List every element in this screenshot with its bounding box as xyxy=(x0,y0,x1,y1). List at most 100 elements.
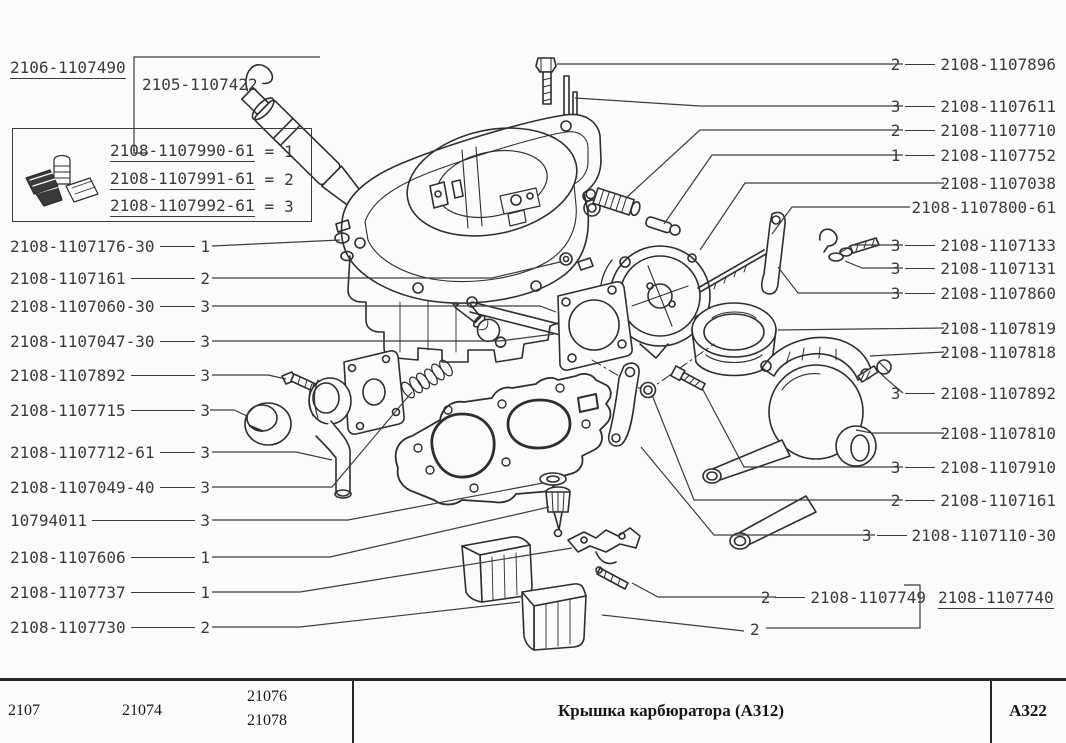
part-number: 2108-1107910 xyxy=(940,457,1056,477)
part-qty: 2 xyxy=(200,268,210,288)
choke-housing-drawing xyxy=(599,245,711,359)
leader-dash xyxy=(130,409,196,411)
solenoid-valve-drawing xyxy=(585,187,641,217)
part-number: 2108-1107176-30 xyxy=(10,236,155,256)
part-number: 2108-1107710 xyxy=(940,120,1056,140)
part-number: 2108-1107161 xyxy=(940,490,1056,510)
part-label-row: 1 2108-1107752 xyxy=(891,145,1056,165)
part-label-row: 2 2108-1107161 xyxy=(891,490,1056,510)
leader-dash xyxy=(905,267,936,269)
part-number: 2108-1107049-40 xyxy=(10,477,155,497)
part-label-row: 2108-1107819 xyxy=(940,318,1056,338)
part-label-row: 2108-1107800-61 xyxy=(912,197,1057,217)
part-label-row: 2108-1107047-30 3 xyxy=(10,331,210,351)
part-label-row: 2108-1107810 xyxy=(940,423,1056,443)
part-number: 2108-1107991-61 xyxy=(110,168,255,190)
part-qty: 3 xyxy=(200,331,210,351)
part-label-row: 2108-1107737 1 xyxy=(10,582,210,602)
part-number: 2108-1107611 xyxy=(940,96,1056,116)
part-qty: 2 xyxy=(760,587,771,607)
needle-valve-drawing xyxy=(539,472,571,538)
part-label-row: 2 2108-1107710 xyxy=(891,120,1056,140)
choke-lever-drawing xyxy=(607,362,640,447)
part-qty: 1 xyxy=(890,145,901,165)
part-qty: 3 xyxy=(890,383,901,403)
leader-dash xyxy=(159,486,196,488)
flange-bolt-drawing xyxy=(670,365,706,391)
part-label-row: 3 2108-1107110-30 xyxy=(862,525,1056,545)
part-number: 2108-1107047-30 xyxy=(10,331,155,351)
gasket-drawing xyxy=(394,373,612,506)
part-number: 2108-1107749 xyxy=(810,587,926,607)
part-qty: 3 xyxy=(200,296,210,316)
leader-dash xyxy=(130,556,196,558)
leader-dash xyxy=(130,626,196,628)
part-label-row: 2 2108-1107896 xyxy=(891,54,1056,74)
part-number: 2108-1107800-61 xyxy=(911,197,1057,217)
part-number: 2108-1107819 xyxy=(940,318,1056,338)
part-qty: 3 xyxy=(200,400,210,420)
part-qty: 2 xyxy=(750,620,760,639)
part-label-row: 3 2108-1107892 xyxy=(891,383,1056,403)
leader-dash xyxy=(130,277,196,279)
choke-flange-drawing xyxy=(557,281,633,371)
part-qty: 2 xyxy=(284,169,294,189)
part-label-row: 3 2108-1107133 xyxy=(891,235,1056,255)
legend-box xyxy=(12,128,312,222)
leader-dash xyxy=(876,534,907,536)
legend-parts-icon xyxy=(25,154,99,207)
equals-sign: = xyxy=(264,169,275,189)
part-label-row: 2108-1107049-40 3 xyxy=(10,477,210,497)
part-number: 2108-1107990-61 xyxy=(110,140,255,162)
part-label-row: 3 2108-1107860 xyxy=(891,283,1056,303)
part-qty: 3 xyxy=(200,365,210,385)
float-bracket-drawing xyxy=(567,527,641,590)
part-qty: 3 xyxy=(200,477,210,497)
leader-lines xyxy=(133,56,945,632)
leader-dash xyxy=(130,591,196,593)
equals-sign: = xyxy=(264,196,275,216)
part-number: 2108-1107892 xyxy=(940,383,1056,403)
part-label-row: 2108-1107715 3 xyxy=(10,400,210,420)
part-label-row: 2 2108-1107749 xyxy=(761,587,926,607)
part-label-row: 2108-1107176-30 1 xyxy=(10,236,210,256)
leader-dash xyxy=(159,451,196,453)
part-label-row: 2108-1107606 1 xyxy=(10,547,210,567)
legend-row: 2108-1107992-61 = 3 xyxy=(110,196,294,217)
part-qty: 3 xyxy=(890,457,901,477)
part-qty: 2 xyxy=(890,120,901,140)
nut-drawing xyxy=(639,381,657,399)
part-number: 2108-1107896 xyxy=(940,54,1056,74)
plug-cap-drawing xyxy=(244,402,292,446)
equals-sign: = xyxy=(264,141,275,161)
legend-row: 2108-1107990-61 = 1 xyxy=(110,140,294,162)
float-drawing xyxy=(461,536,533,603)
float-assembly-label: 2108-1107740 xyxy=(938,588,1054,609)
title-block-divider xyxy=(352,681,354,743)
part-number: 2108-1107606 xyxy=(10,547,126,567)
leader-dash xyxy=(905,244,936,246)
leader-dash xyxy=(775,596,806,598)
part-qty: 2 xyxy=(200,617,210,637)
part-qty: 1 xyxy=(200,236,210,256)
part-number: 2108-1107810 xyxy=(940,423,1056,443)
part-qty: 3 xyxy=(890,96,901,116)
part-number: 2108-1107892 xyxy=(10,365,126,385)
part-number: 2108-1107131 xyxy=(940,258,1056,278)
leader-dash xyxy=(159,305,196,307)
leader-dash xyxy=(130,374,196,376)
part-number: 2108-1107860 xyxy=(940,283,1056,303)
leader-dash xyxy=(92,519,196,521)
leader-dash xyxy=(905,129,936,131)
cover-screw-drawing xyxy=(857,359,892,383)
part-number: 2108-1107737 xyxy=(10,582,126,602)
leader-dash xyxy=(159,340,196,342)
part-qty: 2 xyxy=(890,490,901,510)
leader-dash xyxy=(159,245,196,247)
part-label-row: 2108-1107892 3 xyxy=(10,365,210,385)
part-number: 2108-1107712-61 xyxy=(10,442,155,462)
part-label-row: 3 2108-1107611 xyxy=(891,96,1056,116)
part-qty: 3 xyxy=(284,196,294,216)
